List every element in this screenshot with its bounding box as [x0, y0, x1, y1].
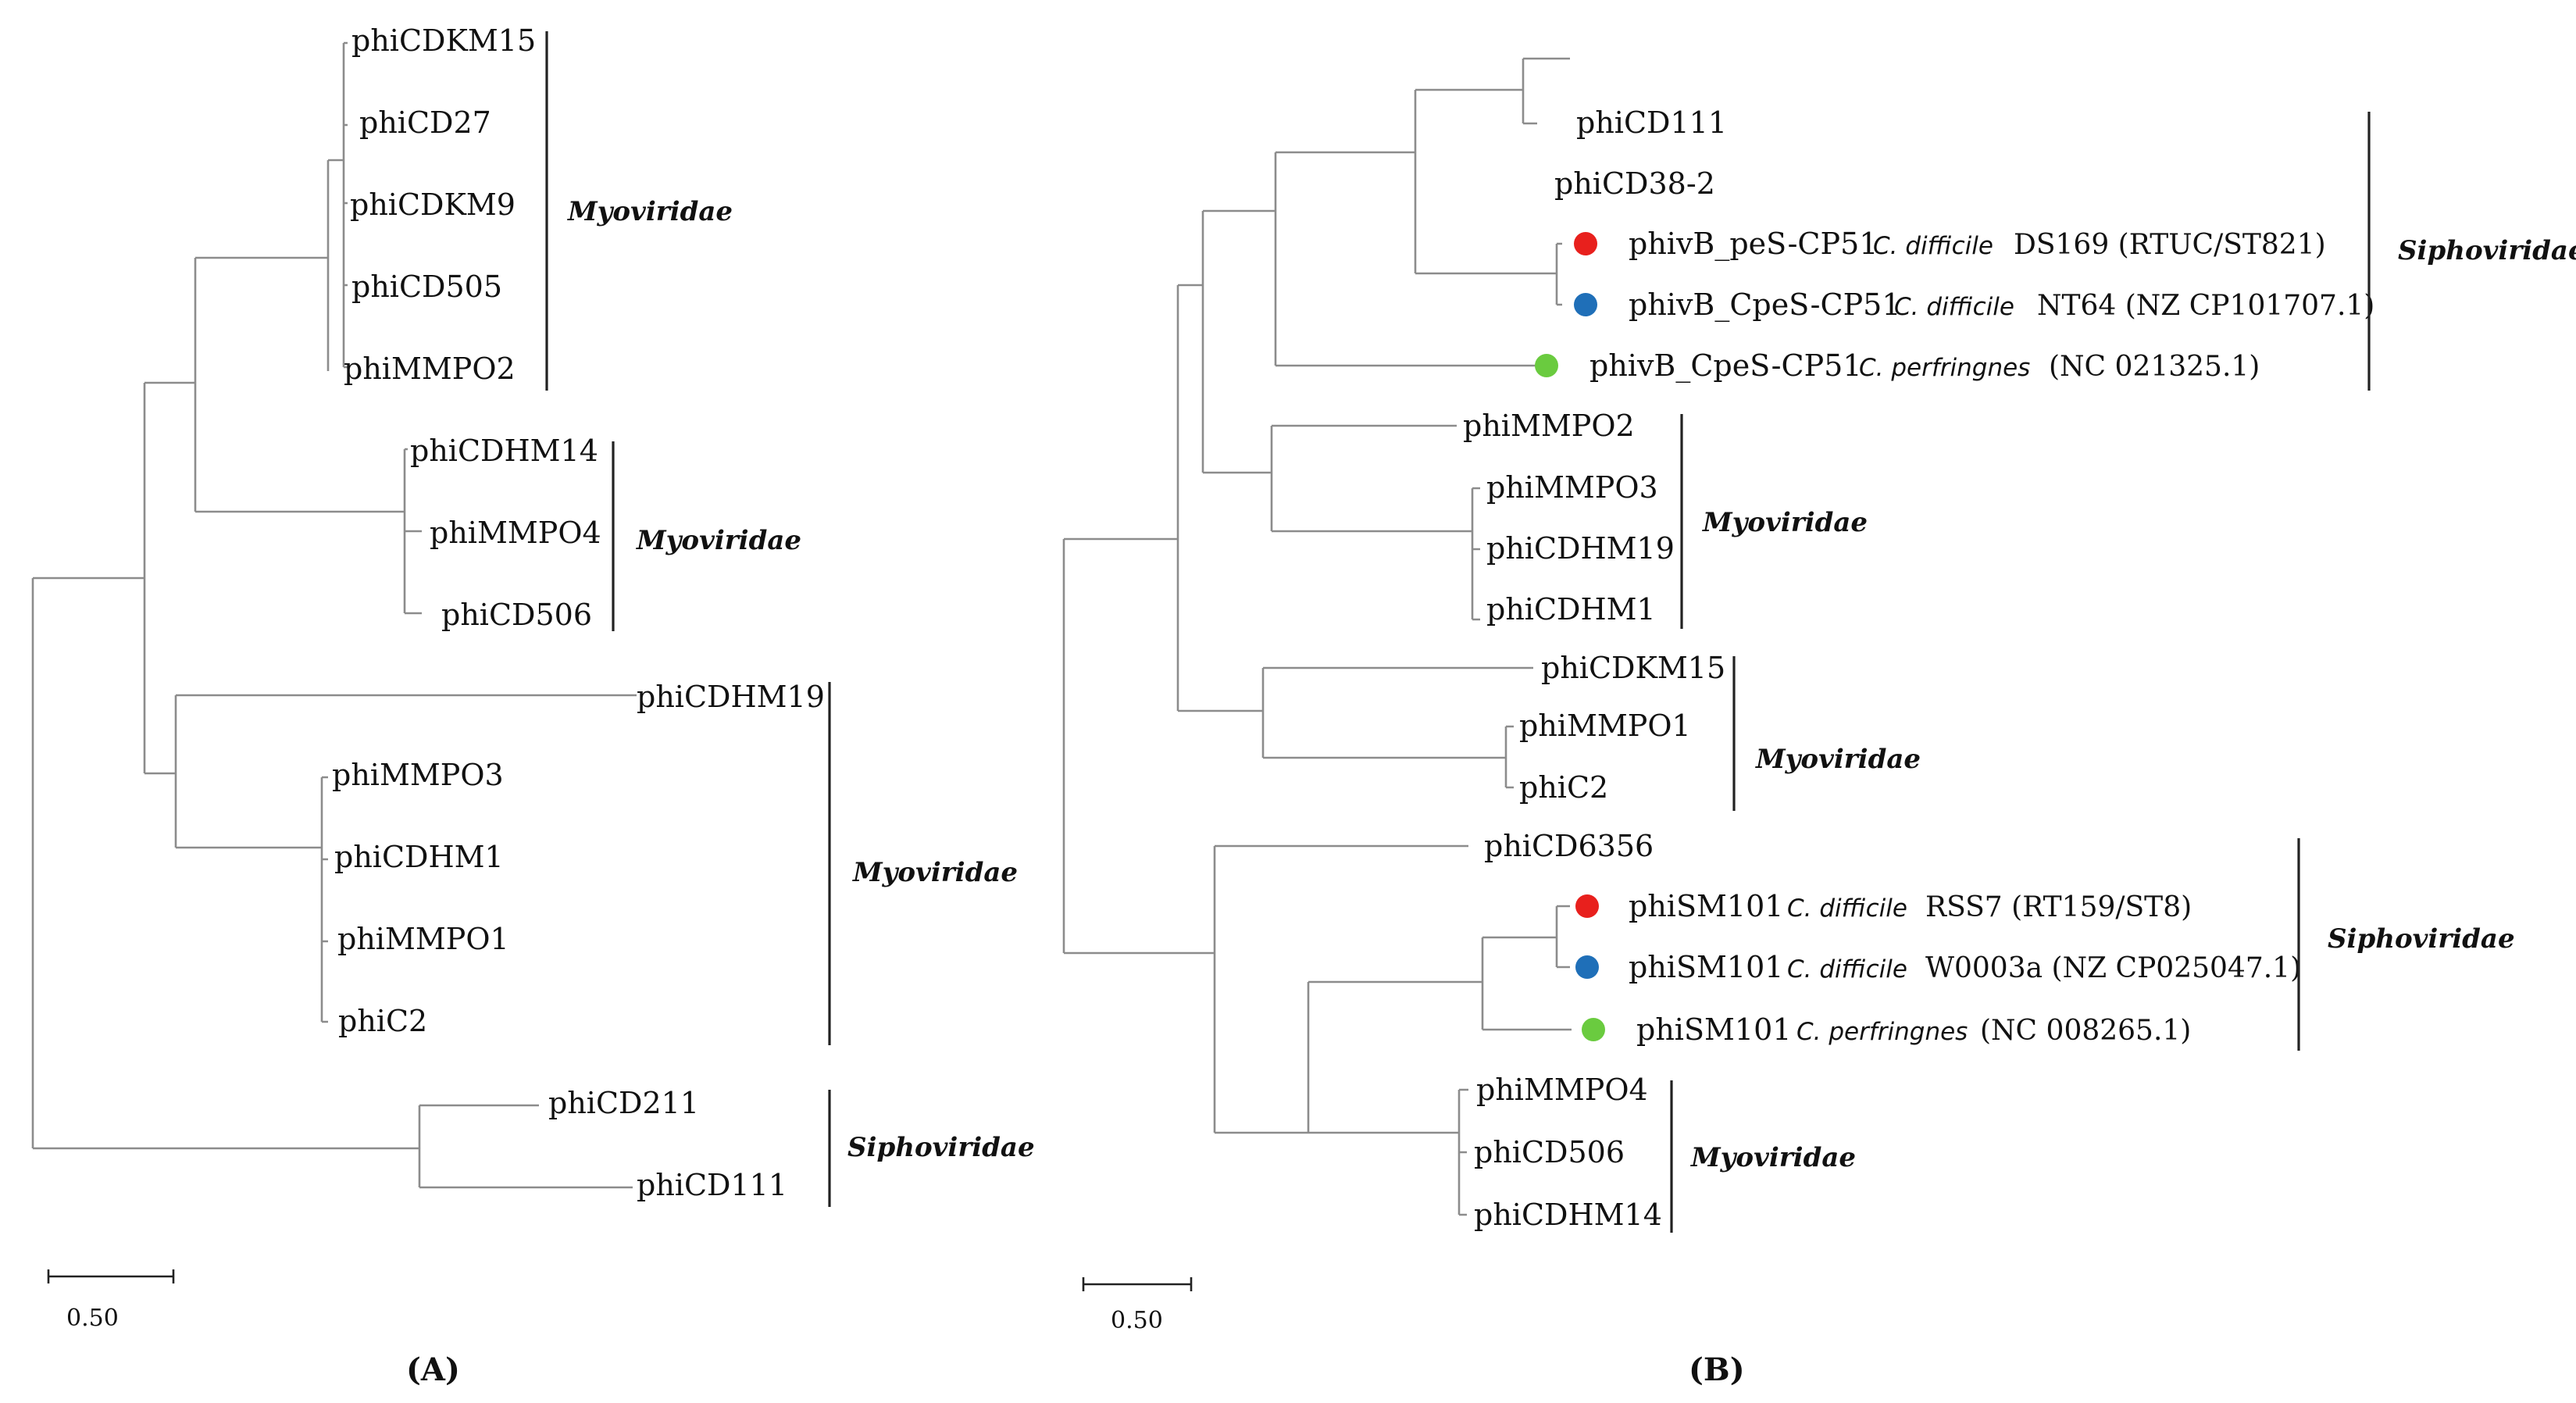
strain-label: W0003a (NZ CP025047.1) — [1925, 952, 2301, 984]
family-label: Myoviridae — [852, 857, 1018, 888]
leaf-label: phiCDHM19 — [1486, 531, 1675, 566]
leaf-label: phiMMPO4 — [1476, 1073, 1648, 1107]
host-label: C. difficile — [1894, 293, 2014, 321]
panel-label: (B) — [1689, 1351, 1745, 1388]
leaf-label: phiCD211 — [548, 1086, 699, 1120]
leaf-label: phivB_CpeS-CP51 — [1629, 287, 1901, 323]
panel-label: (A) — [406, 1351, 460, 1388]
strain-label: (NC 008265.1) — [1980, 1015, 2191, 1047]
leaf-label: phiCDKM15 — [351, 23, 536, 58]
scale-bar: 0.50 — [47, 1269, 175, 1332]
leaf-label: phiMMPO3 — [332, 758, 504, 792]
leaf-label: phiCD505 — [351, 270, 502, 304]
family-label: Myoviridae — [636, 525, 801, 556]
leaf-label: phiCD38-2 — [1554, 166, 1715, 201]
family-label: Siphoviridae — [847, 1132, 1035, 1163]
leaf-label: phiCD27 — [359, 105, 491, 140]
leaf-label: phiCDHM14 — [1474, 1198, 1662, 1232]
leaf-label: phiCDKM9 — [350, 187, 516, 222]
blue-dot-icon — [1574, 293, 1597, 316]
leaf-label: phiCD111 — [637, 1168, 787, 1202]
leaf-label: phiCDHM1 — [1486, 592, 1656, 627]
leaf-label: phivB_CpeS-CP51 — [1589, 348, 1862, 384]
leaf-label: phiSM101 — [1636, 1012, 1791, 1047]
leaf-label: phiCDKM15 — [1541, 651, 1725, 685]
leaf-label: phivB_peS-CP51 — [1629, 227, 1878, 262]
leaf-label: phiC2 — [338, 1004, 427, 1038]
host-label: C. difficile — [1787, 955, 1907, 984]
host-label: C. difficile — [1873, 232, 1993, 260]
leaf-label: phiMMPO1 — [337, 922, 509, 956]
family-label: Myoviridae — [567, 196, 733, 227]
family-label: Myoviridae — [1702, 507, 1868, 538]
family-label: Siphoviridae — [2398, 235, 2576, 266]
panel-b-tree: phiCD111 phiCD38-2 phivB_peS-CP51 C. dif… — [1062, 57, 2576, 1388]
leaf-label: phiCDHM1 — [334, 840, 504, 874]
family-label: Myoviridae — [1690, 1142, 1856, 1173]
leaf-label: phiCDHM19 — [637, 680, 825, 714]
tree-branch — [1062, 57, 1572, 1216]
host-label: C. difficile — [1787, 894, 1907, 923]
blue-dot-icon — [1575, 955, 1599, 979]
leaf-label: phiCD6356 — [1484, 829, 1654, 863]
leaf-label: phiSM101 — [1629, 889, 1783, 923]
host-label: C. perfringnes — [1796, 1018, 1968, 1046]
leaf-label: phiSM101 — [1629, 950, 1783, 984]
leaf-label: phiCD506 — [441, 598, 592, 632]
strain-label: DS169 (RTUC/ST821) — [2014, 229, 2326, 261]
leaf-label: phiMMPO2 — [1463, 409, 1635, 443]
red-dot-icon — [1575, 894, 1599, 918]
red-dot-icon — [1574, 232, 1597, 255]
panel-a-tree: phiCDKM15 phiCD27 phiCDKM9 phiCD505 phiM… — [31, 23, 1035, 1388]
leaf-label: phiMMPO2 — [344, 352, 516, 386]
tree-branch — [31, 41, 637, 1189]
scale-label: 0.50 — [1111, 1307, 1163, 1334]
leaf-label: phiMMPO1 — [1519, 709, 1691, 743]
family-label: Siphoviridae — [2328, 923, 2515, 955]
strain-label: RSS7 (RT159/ST8) — [1925, 891, 2192, 923]
host-label: C. perfringnes — [1859, 354, 2030, 382]
green-dot-icon — [1582, 1018, 1605, 1041]
strain-label: NT64 (NZ CP101707.1) — [2037, 290, 2374, 322]
strain-label: (NC 021325.1) — [2049, 351, 2260, 383]
leaf-label: phiMMPO3 — [1486, 470, 1658, 505]
leaf-label: phiC2 — [1519, 770, 1608, 805]
green-dot-icon — [1535, 354, 1558, 377]
leaf-label: phiCD111 — [1576, 105, 1727, 140]
family-label: Myoviridae — [1755, 744, 1921, 775]
scale-bar: 0.50 — [1082, 1277, 1193, 1334]
scale-label: 0.50 — [66, 1305, 119, 1332]
leaf-label: phiMMPO4 — [430, 516, 601, 550]
leaf-label: phiCD506 — [1474, 1135, 1625, 1169]
leaf-label: phiCDHM14 — [410, 434, 598, 468]
